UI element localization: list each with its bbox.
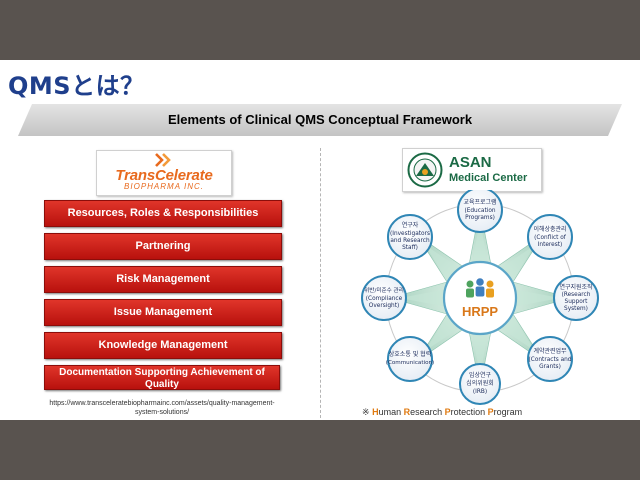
node-contracts-en2: Grants) [539, 364, 561, 370]
node-contracts: 계약관련업무 (Contracts and Grants) [527, 336, 573, 382]
qms-element-partnering: Partnering [44, 233, 282, 260]
node-compliance-en1: (Compliance [366, 296, 403, 302]
transcelerate-logo-sub: BIOPHARMA INC. [124, 182, 204, 191]
node-education-en1: (Education [464, 208, 495, 214]
footnote-r-rest: esearch [410, 407, 445, 417]
node-rss-en3: System) [564, 306, 588, 312]
node-rss-en2: Support [565, 299, 589, 305]
footnote-p2: P [487, 407, 494, 417]
hrpp-center-circle [442, 260, 518, 336]
hrpp-center-label: HRPP [462, 304, 498, 319]
footnote-r: R [403, 407, 411, 417]
node-compliance-en2: Oversight) [369, 303, 399, 309]
slide: QMSとは？ Elements of Clinical QMS Conceptu… [0, 60, 640, 420]
framework-banner: Elements of Clinical QMS Conceptual Fram… [18, 104, 622, 136]
slide-title: QMSとは？ [8, 72, 145, 100]
hrpp-diagram: HRPP 교육프로그램 (Education Programs) 이해상충관리 … [361, 190, 599, 405]
banner-shape [18, 104, 622, 136]
node-contracts-ko: 계약관련업무 [533, 347, 567, 355]
qms-element-knowledge: Knowledge Management [44, 332, 282, 359]
qms-element-issue: Issue Management [44, 299, 282, 326]
node-education: 교육프로그램 (Education Programs) [457, 190, 503, 233]
footnote-p2-rest: rogram [493, 407, 523, 417]
asan-logo-name: ASAN [449, 154, 492, 171]
node-rss-en1: (Research [562, 292, 591, 298]
node-communication: 상호소통 및 협력 (Communication) [386, 336, 434, 382]
node-research-support: 연구지원조직 (Research Support System) [553, 275, 599, 321]
footnote-h-rest: uman [378, 407, 404, 417]
transcelerate-logo-name: TransCelerate [115, 167, 213, 184]
node-irb-en1: 심의위원회 [466, 379, 494, 387]
node-coi-en2: Interest) [538, 242, 563, 248]
footnote-h: H [372, 407, 379, 417]
node-investigators: 연구자 (Investigators and Research Staff) [387, 214, 433, 260]
column-divider [320, 148, 321, 418]
qms-element-risk: Risk Management [44, 266, 282, 293]
node-contracts-en1: (Contracts and [529, 357, 572, 363]
qms-element-documentation: Documentation Supporting Achievement of … [44, 365, 280, 390]
node-irb-ko: 임상연구 [469, 371, 492, 379]
node-inv-en1: (Investigators [390, 231, 430, 237]
node-comm-en1: (Communication) [386, 360, 434, 366]
node-inv-ko: 연구자 [402, 221, 419, 229]
asan-logo: ASAN Medical Center [402, 148, 542, 192]
qms-element-resources: Resources, Roles & Responsibilities [44, 200, 282, 227]
node-conflict-of-interest: 이해상충관리 (Conflict of Interest) [527, 214, 573, 260]
asan-foundation-emblem-icon [407, 152, 443, 188]
asan-logo-sub: Medical Center [449, 172, 528, 184]
footnote-mark: ※ [362, 407, 370, 417]
node-inv-en2: and Research [390, 238, 430, 244]
node-irb-en2: (IRB) [473, 389, 487, 395]
chevron-arrows-icon [155, 153, 171, 167]
transcelerate-logo: TransCelerate BIOPHARMA INC. [96, 150, 232, 196]
node-inv-en3: Staff) [402, 245, 418, 251]
footnote-p: P [444, 407, 451, 417]
footnote-p-rest: rotection [450, 407, 488, 417]
banner-title: Elements of Clinical QMS Conceptual Fram… [167, 112, 473, 127]
node-coi-en1: (Conflict of [534, 235, 567, 241]
node-education-ko: 교육프로그램 [463, 199, 496, 206]
source-url[interactable]: https://www.transceleratebiopharmainc.co… [49, 400, 275, 416]
hrpp-footnote: ※ Human Research Protection Program [362, 407, 522, 418]
node-education-en2: Programs) [465, 215, 495, 221]
node-compliance: 위반/미준수 관리 (Compliance Oversight) [361, 275, 407, 321]
people-icon [466, 278, 494, 298]
node-rss-ko: 연구지원조직 [559, 283, 592, 291]
node-comm-ko: 상호소통 및 협력 [389, 350, 431, 358]
node-irb: 임상연구 심의위원회 (IRB) [459, 363, 501, 405]
node-coi-ko: 이해상충관리 [533, 225, 566, 233]
node-compliance-ko: 위반/미준수 관리 [364, 286, 404, 294]
